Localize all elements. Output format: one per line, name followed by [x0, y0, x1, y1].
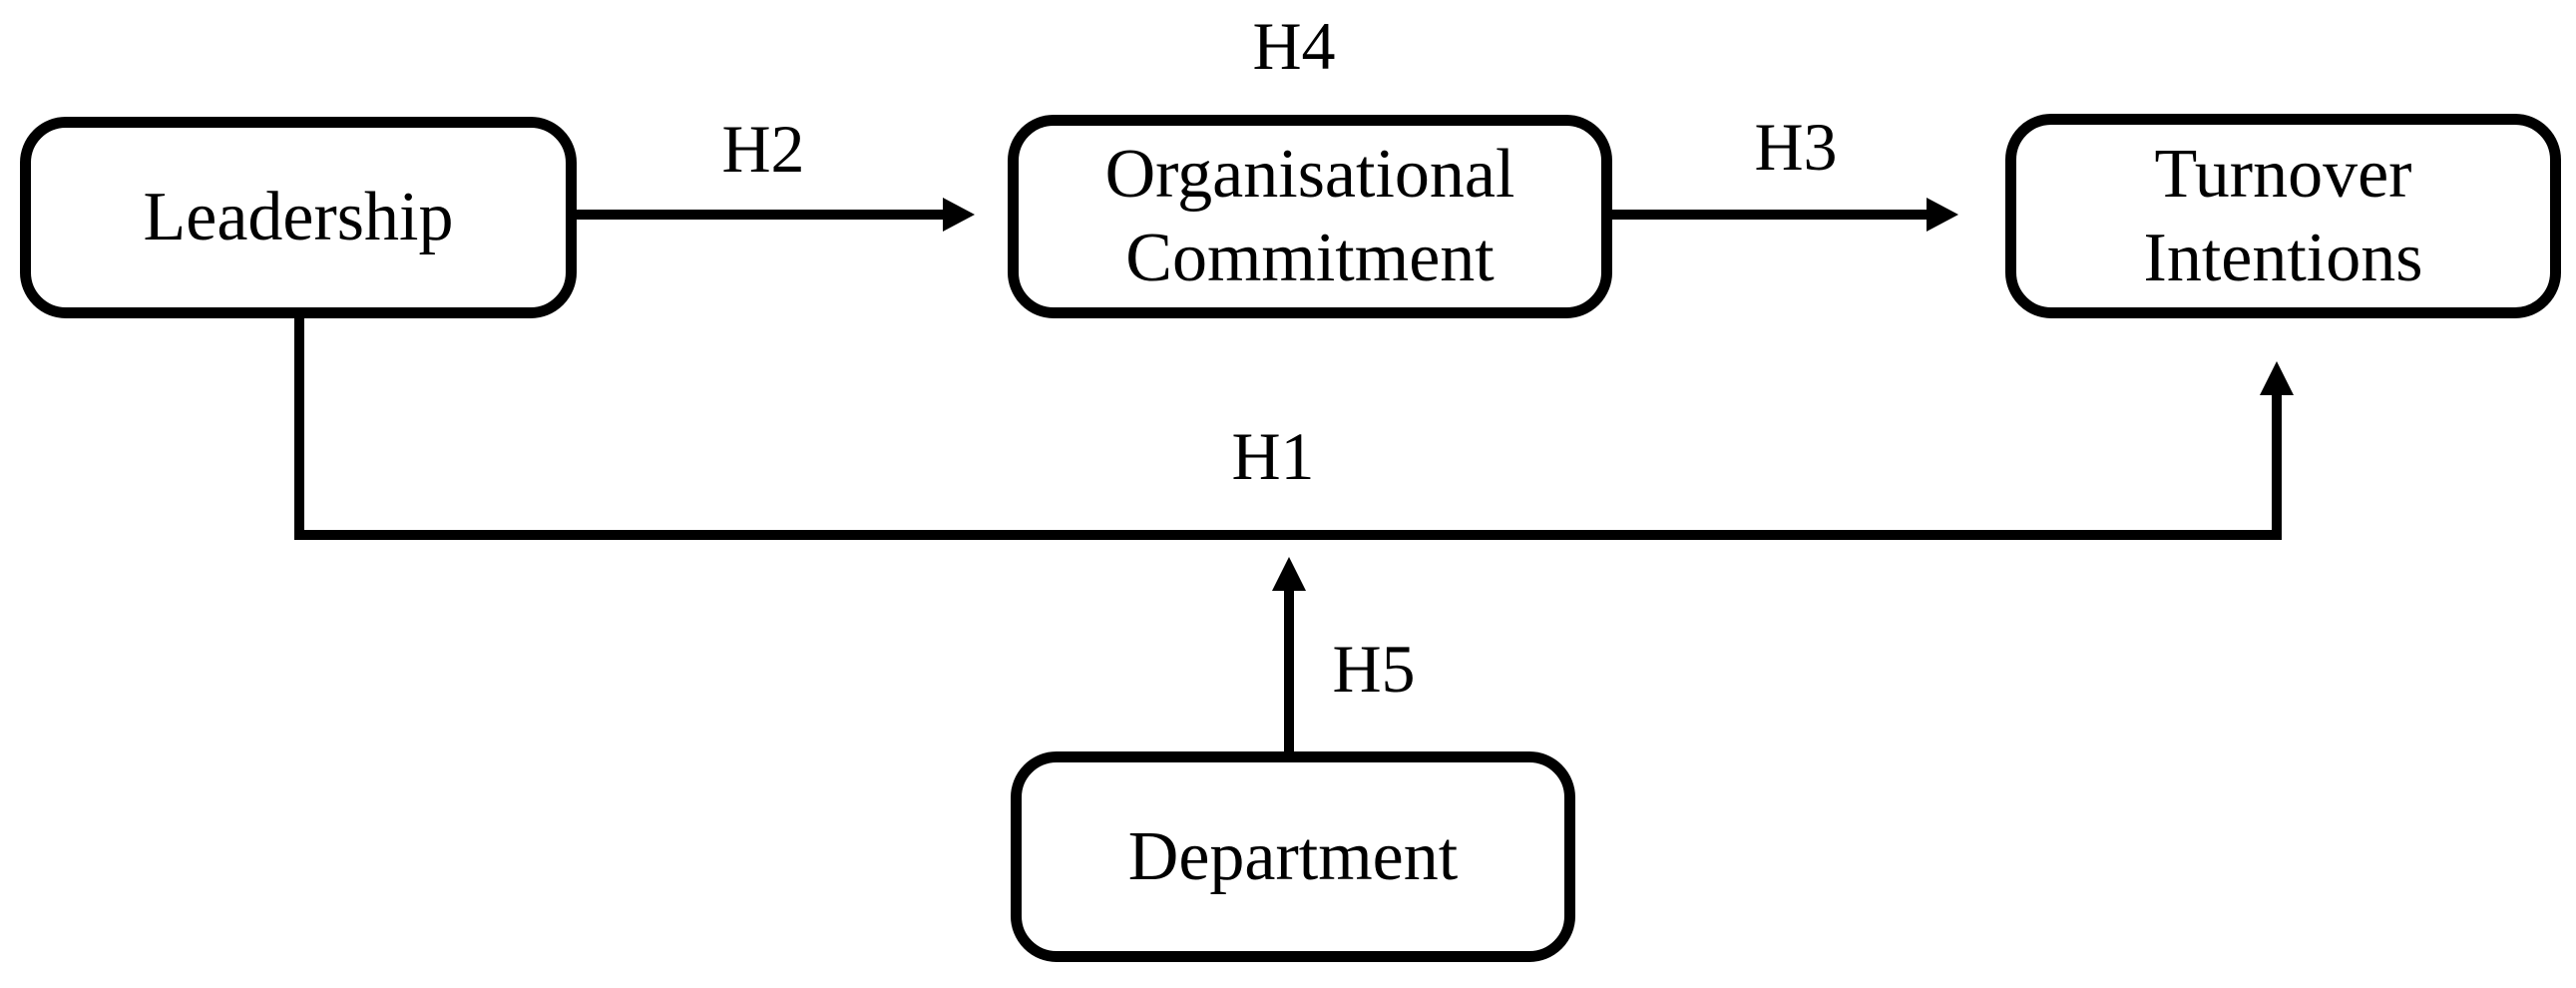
node-organisational-commitment: Organisational Commitment	[1008, 115, 1612, 318]
node-turnover-intentions: Turnover Intentions	[2005, 114, 2561, 318]
hypothesis-label-h3: H3	[1754, 109, 1838, 185]
node-leadership: Leadership	[20, 117, 577, 318]
hypothesis-label-h5: H5	[1332, 631, 1416, 707]
node-department: Department	[1011, 751, 1575, 962]
hypothesis-label-h4: H4	[1252, 8, 1336, 84]
node-leadership-label: Leadership	[143, 179, 454, 255]
node-organisational-commitment-label-line2: Commitment	[1125, 220, 1495, 296]
h3-arrowhead-icon	[1927, 198, 1958, 232]
node-organisational-commitment-label-line1: Organisational	[1104, 136, 1515, 213]
h2-arrowhead-icon	[943, 198, 975, 232]
node-turnover-intentions-label-line1: Turnover	[2154, 135, 2412, 213]
h5-arrowhead-icon	[1272, 557, 1306, 591]
h1-arrowhead-icon	[2260, 361, 2294, 395]
node-department-label: Department	[1127, 817, 1459, 895]
hypothesis-label-h1: H1	[1231, 418, 1315, 494]
h1-arrow	[294, 315, 2294, 540]
hypothesis-label-h2: H2	[721, 111, 805, 187]
h3-arrow	[1610, 198, 1958, 232]
h2-arrow	[576, 198, 975, 232]
h5-arrow	[1272, 557, 1306, 753]
node-turnover-intentions-label-line2: Intentions	[2143, 219, 2423, 296]
